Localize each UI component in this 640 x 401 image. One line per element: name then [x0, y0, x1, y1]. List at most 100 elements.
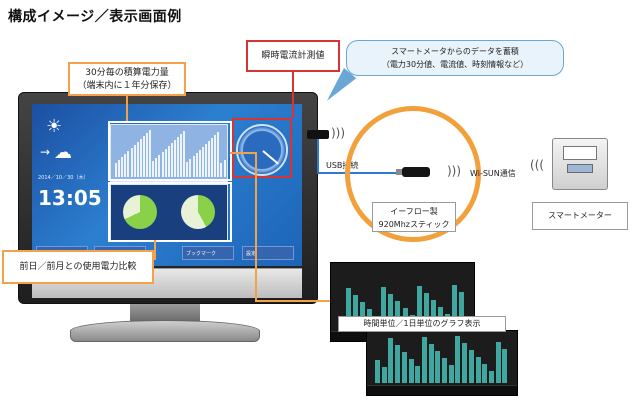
graph-bar [388, 294, 394, 329]
mini-chart-bar [173, 140, 176, 177]
sun-icon: ☀ [46, 116, 63, 137]
mini-chart-bar [121, 157, 124, 177]
sensor-device [307, 130, 329, 139]
mini-chart-bar [155, 158, 158, 177]
comparison-connector [154, 240, 156, 260]
graph-bar [502, 349, 508, 383]
screen-tile-settings[interactable]: 設定 [242, 246, 294, 260]
mini-chart-bar [223, 160, 226, 177]
mini-chart-bar [183, 131, 186, 177]
wisun-label: Wi-SUN通信 [470, 169, 516, 178]
interval-energy-label: 30分毎の積算電力量 [85, 68, 169, 78]
mini-chart-bar [124, 154, 127, 177]
graph-bar [381, 367, 387, 383]
graph-bar [451, 285, 457, 329]
mini-chart-bar [118, 160, 121, 177]
graph-bar [430, 300, 436, 329]
mini-chart-bar [127, 151, 130, 177]
comparison-callout: 前日／前月との使用電力比較 [2, 250, 154, 284]
mini-chart-bar [146, 133, 148, 177]
comparison-panel [110, 184, 228, 242]
graph-bar [495, 342, 501, 383]
graph-bar [395, 345, 401, 383]
graph-bar [353, 295, 359, 329]
graph-bar [423, 293, 429, 329]
monitor-screen: ☀ → ☁ 2014／10／30（木） 13:05 ブックマーク 設定 [32, 104, 302, 266]
interval-energy-chart [110, 124, 228, 182]
current-gauge [236, 124, 288, 176]
graph-bar [346, 288, 352, 329]
graph-bar [415, 366, 421, 383]
mini-chart-bar [133, 145, 136, 177]
mini-chart-bar [208, 141, 210, 177]
instant-current-callout: 瞬時電流計測値 [246, 40, 340, 72]
mini-chart-bar [214, 135, 217, 177]
graph-connector-h1 [230, 152, 256, 154]
page-title: 構成イメージ／表示画面例 [8, 9, 182, 25]
stick-label-box: イーフロー製 920Mhzスティック [372, 202, 456, 232]
graph-connector-h2 [255, 300, 330, 302]
graph-bar [388, 338, 394, 383]
mini-chart-bar [211, 138, 214, 177]
mini-chart-bar [189, 159, 192, 177]
graph-bar [455, 336, 461, 383]
graph-bar [468, 350, 474, 383]
wireless-signal-icon: ))) [331, 126, 346, 140]
graph-bar [381, 287, 387, 329]
meter-signal-icon: ))) [530, 158, 545, 172]
mini-chart-bar [142, 136, 145, 177]
stick-maker: イーフロー製 [390, 207, 438, 216]
arrow-right-icon: → [40, 145, 51, 159]
monitor-neck [130, 304, 200, 322]
monitor-base [70, 320, 260, 342]
graph-footer-2 [367, 385, 517, 395]
speech-bubble: スマートメータからのデータを蓄積 （電力30分値、電流値、時刻情報など） [346, 40, 564, 76]
mini-chart-bar [164, 149, 167, 177]
speech-line-1: スマートメータからのデータを蓄積 [391, 47, 519, 56]
mini-chart-bar [167, 146, 170, 177]
mini-chart-bar [158, 155, 161, 177]
current-highlight-box [232, 118, 292, 178]
screen-date: 2014／10／30（木） [38, 175, 89, 181]
stick-signal-icon: ))) [447, 164, 462, 178]
graph-bar [421, 337, 427, 383]
mini-chart-bar [186, 162, 189, 177]
screen-tile-bookmark[interactable]: ブックマーク [182, 246, 234, 260]
interval-energy-sublabel: （端末内に１年分保存） [77, 81, 177, 91]
graph-bar [408, 359, 414, 383]
usb-label: USB接続 [326, 161, 359, 170]
daily-comparison-donut [123, 195, 157, 229]
graph-bar [442, 358, 447, 383]
graph-bar [401, 352, 407, 383]
mini-chart-bar [198, 150, 201, 177]
graph-bar [488, 371, 494, 383]
graph-connector-v [255, 152, 257, 302]
mini-chart-bar [195, 153, 198, 177]
mini-chart-bar [170, 143, 173, 177]
speech-line-2: （電力30分値、電流値、時刻情報など） [381, 60, 529, 69]
stick-highlight-ring [345, 106, 481, 242]
graph-bar [458, 292, 464, 329]
mini-chart-bar [192, 156, 195, 177]
graph-bar [482, 364, 488, 383]
mini-chart-bar [139, 139, 142, 177]
mini-chart-bar [220, 163, 223, 177]
stick-model: 920Mhzスティック [378, 220, 450, 229]
cloud-icon: ☁ [54, 142, 72, 163]
monthly-comparison-donut [181, 195, 215, 229]
mini-chart-bar [161, 152, 164, 177]
mini-chart-bar [149, 130, 152, 177]
smart-meter-label: スマートメーター [532, 202, 628, 230]
mini-chart-bar [177, 137, 179, 177]
usb-stick [402, 167, 430, 177]
graph-bar [360, 302, 366, 329]
instant-current-connector [292, 72, 294, 118]
graph-display-label: 時間単位／1日単位のグラフ表示 [338, 316, 506, 332]
usb-plug [396, 169, 403, 175]
graph-bar [428, 344, 434, 383]
daily-graph-screenshot [366, 330, 518, 396]
mini-chart-bar [217, 132, 220, 177]
graph-bar [448, 365, 454, 383]
graph-bar [462, 343, 468, 383]
mini-chart-bar [201, 147, 204, 177]
